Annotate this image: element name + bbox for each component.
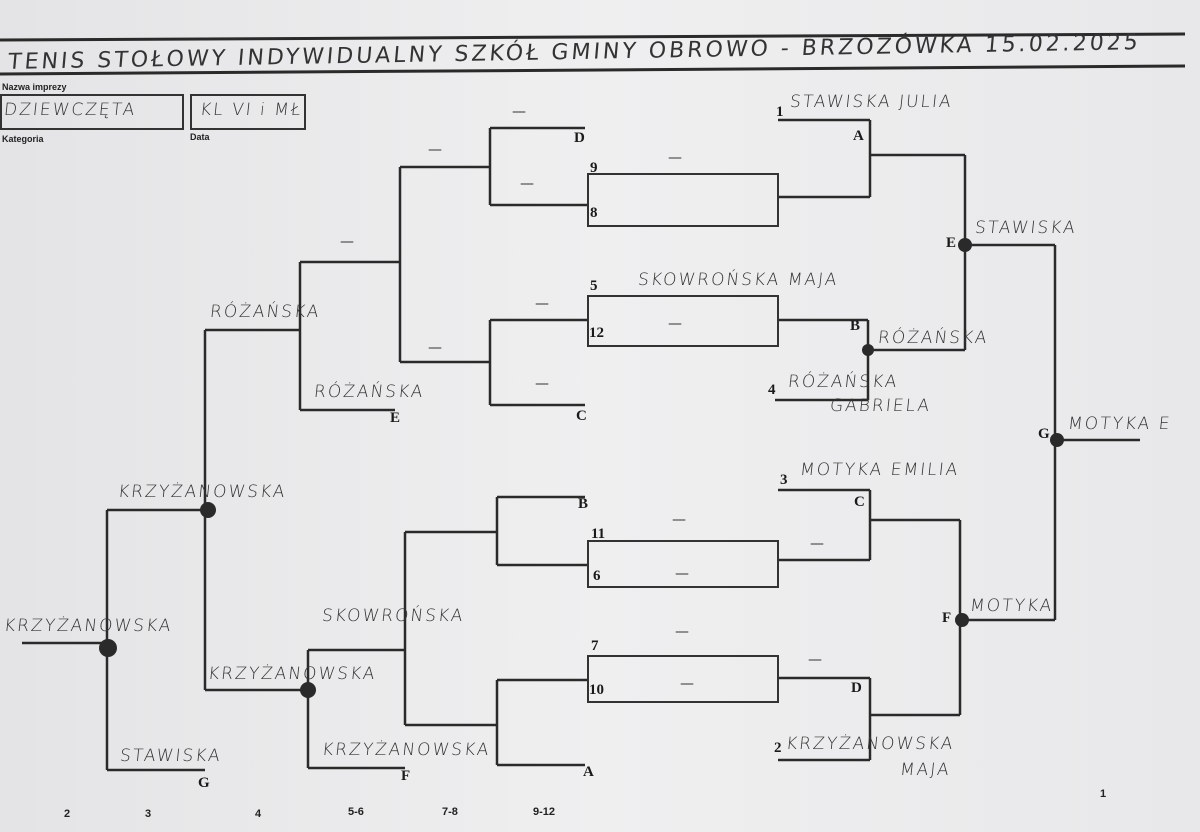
seed-5-number: 5 — [590, 278, 598, 294]
class-value: KL VI i MŁ. — [198, 100, 311, 120]
letter-c-right: C — [854, 494, 865, 510]
place-2: 2 — [64, 808, 71, 820]
match-box-7-10 — [587, 655, 779, 703]
champion-name: KRZYŻANOWSKA — [2, 616, 174, 636]
place-7-8: 7-8 — [442, 806, 458, 818]
score-dash: — — [535, 296, 549, 312]
seed-1-name: STAWISKA JULIA — [788, 92, 954, 112]
place-5-6: 5-6 — [348, 806, 364, 818]
winner-f: MOTYKA — [968, 596, 1055, 616]
score-dash: — — [808, 652, 822, 668]
category-label: Kategoria — [2, 134, 44, 144]
letter-c-left: C — [576, 408, 587, 424]
winner-e: STAWISKA — [973, 218, 1078, 238]
score-dash: — — [672, 512, 686, 528]
left-winner-2: RÓŻAŃSKA — [312, 382, 426, 402]
slot-9: 9 — [590, 160, 598, 176]
slot-11: 11 — [591, 526, 606, 542]
score-dash: — — [520, 176, 534, 192]
date-box — [190, 94, 306, 130]
left-winner-g: STAWISKA — [118, 746, 223, 766]
score-dash: — — [668, 150, 682, 166]
seed-4-firstname: GABRIELA — [828, 396, 933, 416]
left-winner-4: SKOWROŃSKA — [320, 606, 466, 626]
letter-d-left: D — [574, 130, 585, 146]
seed-1-number: 1 — [776, 104, 784, 120]
date-label: Data — [190, 132, 210, 142]
left-winner-5: KRZYŻANOWSKA — [206, 664, 378, 684]
seed-3-name: MOTYKA EMILIA — [798, 460, 961, 480]
letter-b-left: B — [578, 496, 589, 512]
letter-b-right: B — [850, 318, 861, 334]
place-3: 3 — [145, 808, 152, 820]
slot-12: 12 — [589, 325, 604, 341]
slot-6: 6 — [593, 568, 601, 584]
score-dash: — — [428, 340, 442, 356]
letter-e-left: E — [390, 410, 401, 426]
score-dash: — — [668, 316, 682, 332]
place-4: 4 — [255, 808, 262, 820]
category-value: DZIEWCZĘTA — [2, 100, 138, 120]
winner-b: RÓŻAŃSKA — [876, 328, 990, 348]
letter-e-right: E — [946, 235, 957, 251]
seed-2-number: 2 — [774, 740, 782, 756]
letter-a-left: A — [583, 764, 594, 780]
slot-8: 8 — [590, 205, 598, 221]
letter-f-right: F — [942, 610, 952, 626]
letter-g-right: G — [1038, 426, 1050, 442]
letter-d-right: D — [851, 680, 862, 696]
event-label: Nazwa imprezy — [2, 82, 67, 92]
seed-5-name: SKOWROŃSKA MAJA — [636, 270, 840, 290]
seed-4-name: RÓŻAŃSKA — [786, 372, 900, 392]
match-box-9-8 — [587, 173, 779, 227]
seed-3-number: 3 — [780, 472, 788, 488]
place-9-12: 9-12 — [533, 806, 556, 818]
letter-f-left: F — [401, 768, 411, 784]
seed-2-name: KRZYŻANOWSKA — [784, 734, 956, 754]
match-box-5-12 — [587, 295, 779, 347]
winner-g: MOTYKA E — [1066, 414, 1173, 434]
score-dash: — — [680, 676, 694, 692]
slot-7: 7 — [591, 638, 599, 654]
seed-4-number: 4 — [768, 382, 776, 398]
score-dash: — — [675, 566, 689, 582]
seed-2-firstname: MAJA — [898, 760, 952, 780]
letter-a-right: A — [853, 128, 864, 144]
score-dash: — — [675, 624, 689, 640]
score-dash: — — [535, 376, 549, 392]
score-dash: — — [810, 536, 824, 552]
score-dash: — — [512, 104, 526, 120]
category-box — [0, 94, 184, 130]
place-1: 1 — [1100, 788, 1107, 800]
letter-g-left: G — [198, 775, 210, 791]
left-winner-1: RÓŻAŃSKA — [208, 302, 322, 322]
slot-10: 10 — [589, 682, 604, 698]
match-box-11-6 — [587, 540, 779, 588]
left-winner-3: KRZYŻANOWSKA — [116, 482, 288, 502]
score-dash: — — [340, 234, 354, 250]
left-winner-6: KRZYŻANOWSKA — [320, 740, 492, 760]
score-dash: — — [428, 142, 442, 158]
